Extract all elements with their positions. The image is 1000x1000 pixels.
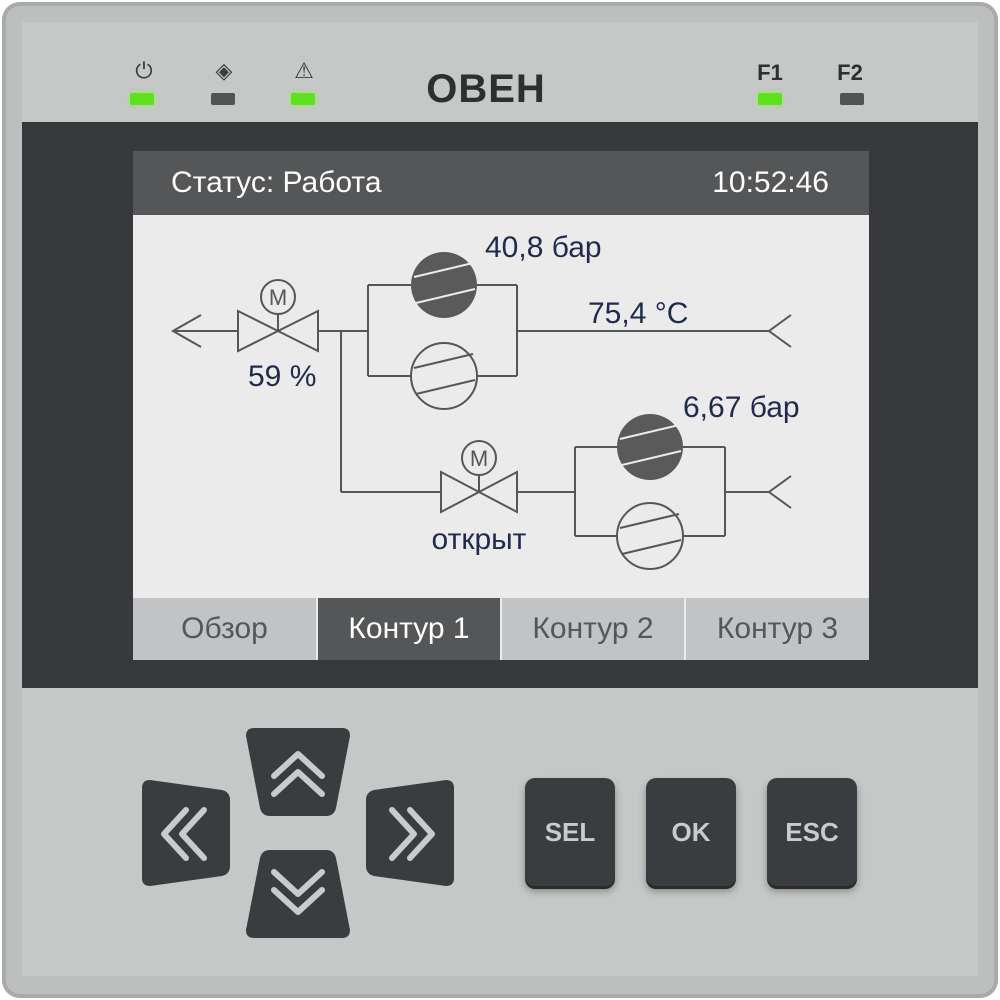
compressor-1-running[interactable] — [411, 252, 477, 318]
chevron-down-icon — [271, 869, 325, 915]
brand-logo-text: ОВЕН — [426, 67, 546, 108]
tab-overview[interactable]: Обзор — [133, 598, 316, 660]
status-text: Статус: Работа — [171, 166, 382, 199]
f2-label: F2 — [837, 60, 863, 85]
compressor-4-idle[interactable] — [616, 502, 684, 570]
valve-1-position-value: 59 % — [248, 360, 316, 393]
valve-2-state-value: открыт — [432, 523, 527, 556]
tab-circuit-3[interactable]: Контур 3 — [686, 598, 869, 660]
ok-button[interactable]: OK — [646, 778, 736, 886]
chevron-up-icon — [271, 751, 325, 797]
left-key[interactable] — [140, 778, 234, 888]
f2-led — [840, 93, 864, 105]
discharge-temp-value: 75,4 °C — [588, 297, 688, 330]
warning-icon: ⚠ — [294, 58, 314, 83]
power-icon: ⏻ — [135, 58, 153, 83]
ok-button-label: OK — [671, 817, 711, 847]
status-bar: Статус: Работа 10:52:46 — [133, 151, 869, 215]
f1-label: F1 — [757, 60, 783, 85]
tab-bar: Обзор Контур 1 Контур 2 Контур 3 — [133, 598, 869, 660]
valve-1-motor-label: M — [269, 285, 287, 310]
clock: 10:52:46 — [712, 166, 829, 199]
chevron-left-icon — [161, 807, 207, 861]
right-key[interactable] — [362, 778, 456, 888]
motorized-valve-2[interactable]: M — [440, 440, 518, 514]
run-led — [211, 93, 235, 105]
run-icon: ◈ — [215, 58, 233, 83]
pipe-lines — [170, 284, 792, 537]
suction-pressure-value: 6,67 бар — [683, 391, 800, 424]
tab-circuit-1[interactable]: Контур 1 — [318, 598, 500, 660]
esc-button[interactable]: ESC — [767, 778, 857, 886]
compressor-3-running[interactable] — [617, 414, 683, 480]
refrigeration-scheme: M M — [170, 231, 800, 570]
discharge-pressure-value: 40,8 бар — [485, 231, 602, 264]
top-plate — [22, 22, 978, 122]
esc-button-label: ESC — [785, 817, 839, 847]
compressor-2-idle[interactable] — [410, 342, 478, 410]
power-led — [130, 93, 154, 105]
motorized-valve-1[interactable]: M — [237, 279, 319, 353]
sel-button[interactable]: SEL — [525, 778, 615, 886]
valve-2-motor-label: M — [470, 446, 488, 471]
alarm-led — [291, 93, 315, 105]
tab-circuit-2[interactable]: Контур 2 — [502, 598, 684, 660]
up-key[interactable] — [244, 726, 352, 818]
hmi-screen[interactable]: Статус: Работа 10:52:46 — [133, 151, 869, 660]
chevron-right-icon — [389, 807, 435, 861]
brand-logo: ОВЕН — [426, 67, 546, 108]
sel-button-label: SEL — [544, 817, 596, 847]
f1-led — [758, 93, 782, 105]
down-key[interactable] — [244, 848, 352, 940]
